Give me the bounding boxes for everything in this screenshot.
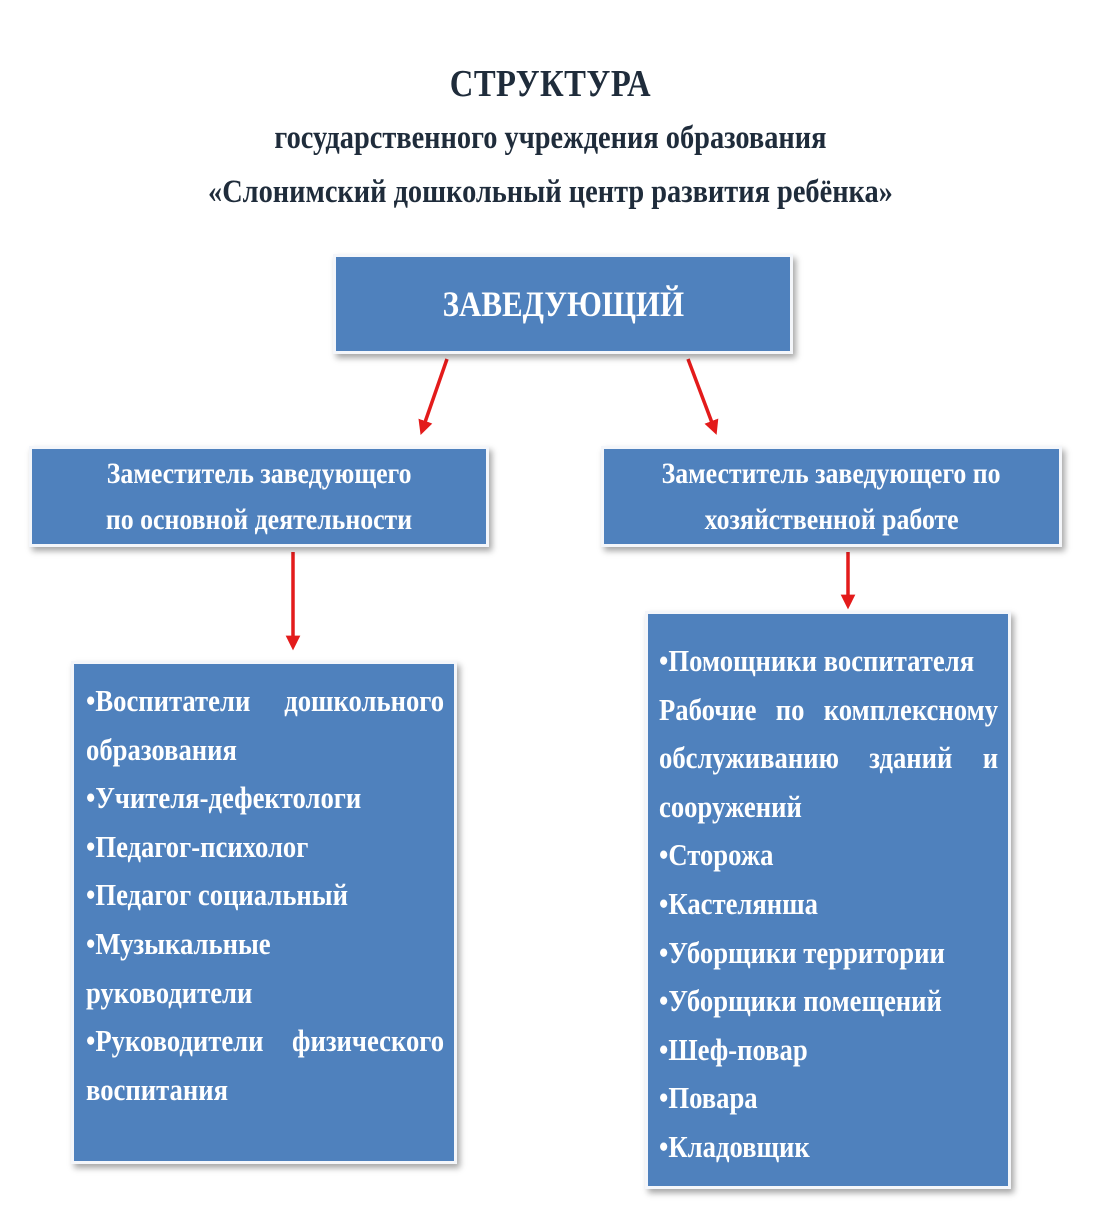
deputy-economic-box: Заместитель заведующего по хозяйственной… [601,446,1062,547]
staff-list-item: сооружений [659,788,802,824]
arrow-head-to-deputy-left [418,358,449,435]
staff-list-item: •Воспитатели дошкольного [86,683,445,718]
staff-list-item: •Кладовщик [659,1128,810,1164]
arrow-head-to-deputy-right [686,358,719,435]
staff-list-item: Рабочие по комплексному [659,691,999,727]
deputy-main-activity-box: Заместитель заведующего по основной деят… [29,446,489,547]
diagram-subtitle-line-1: государственного учреждения образования [274,120,827,156]
diagram-subtitle-line-2: «Слонимский дошкольный центр развития ре… [208,174,893,210]
staff-list-item: •Кастелянша [659,885,818,921]
staff-list-item: обслуживанию зданий и [659,740,999,776]
staff-list-item: воспитания [86,1071,229,1107]
deputy-economic-line-2: хозяйственной работе [704,502,959,536]
pedagogical-staff-box: •Воспитатели дошкольного образования •Уч… [71,661,457,1164]
staff-list-item: образования [86,731,237,767]
diagram-title: СТРУКТУРА [449,63,652,105]
deputy-main-activity-line-2: по основной деятельности [105,502,413,536]
staff-list-item: •Педагог-психолог [86,828,309,864]
staff-list-item: •Уборщики помещений [659,983,942,1019]
staff-list-item: •Шеф-повар [659,1031,808,1067]
deputy-economic-line-1: Заместитель заведующего по [662,456,1001,490]
head-box: ЗАВЕДУЮЩИЙ [333,254,793,354]
staff-list-item: •Помощники воспитателя [659,643,975,678]
deputy-main-activity-line-1: Заместитель заведующего [106,456,412,490]
staff-list-item: •Руководители физического [86,1023,445,1059]
staff-list-item: руководители [86,974,253,1010]
staff-list-item: •Сторожа [659,837,774,873]
staff-list-item: •Педагог социальный [86,877,348,913]
staff-list-item: •Уборщики территории [659,934,945,970]
service-staff-box: •Помощники воспитателя Рабочие по компле… [645,611,1011,1189]
staff-list-item: •Повара [659,1080,758,1116]
head-label: ЗАВЕДУЮЩИЙ [442,284,684,324]
staff-list-item: •Музыкальные [86,925,271,961]
staff-list-item: •Учителя-дефектологи [86,780,362,816]
